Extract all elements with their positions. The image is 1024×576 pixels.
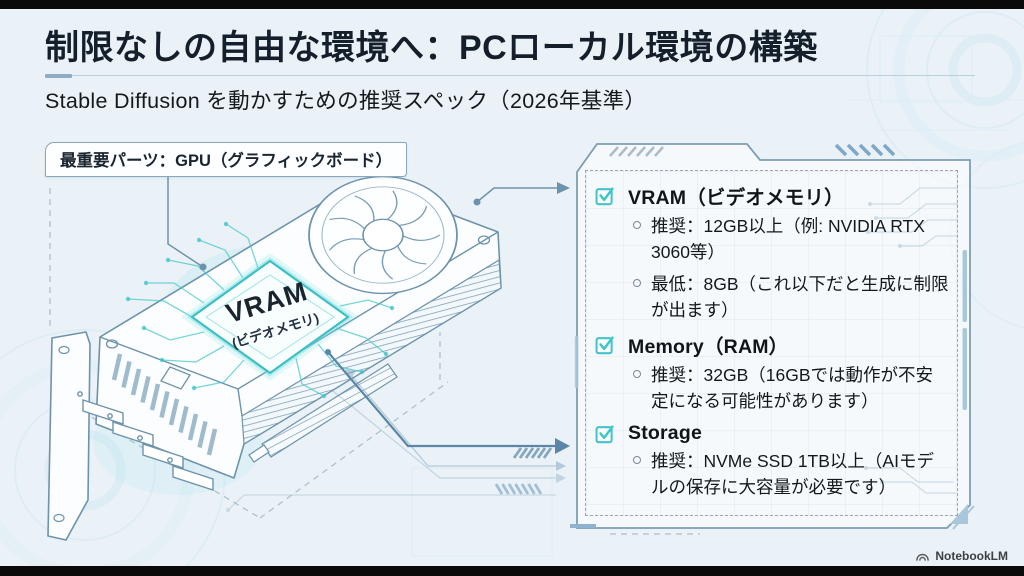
spec-detail: 最低：8GB（これ以下だと生成に制限が出ます） [633, 271, 949, 324]
storage-arrow [325, 349, 570, 454]
right-accent-bar [962, 250, 967, 322]
hatch-top-right [834, 143, 896, 157]
slide-header: 制限なしの自由な環境へ：PCローカル環境の構築 Stable Diffusion… [45, 9, 975, 115]
circle-bullet-icon [633, 455, 641, 464]
circle-bullet-icon [633, 370, 641, 378]
bottom-left-accent [570, 524, 596, 528]
circle-bullet-icon [633, 221, 641, 229]
spec-detail: 推奨：32GB（16GBでは動作が不安定になる可能性があります） [633, 362, 949, 415]
spec-label: Storage [628, 421, 703, 444]
circle-bullet-icon [633, 278, 641, 287]
divider-accent [45, 73, 72, 78]
spec-detail: 推奨：NVMe SSD 1TB以上（AIモデルの保存に大容量が必要です） [633, 448, 949, 501]
vram-arrow [473, 182, 570, 206]
corner-triangle [950, 504, 968, 524]
notebooklm-watermark: NotebookLM [915, 549, 1008, 563]
spec-label: Memory（RAM） [628, 336, 789, 358]
gpu-illustration: VRAM (ビデオメモリ) [28, 148, 573, 553]
spec-item-storage: Storage 推奨：NVMe SSD 1TB以上（AIモデルの保存に大容量が必… [595, 422, 949, 501]
page-subtitle: Stable Diffusion を動かすための推奨スペック（2026年基準） [45, 89, 647, 113]
spec-detail-text: 推奨：12GB以上（例: NVIDIA RTX 3060等） [651, 216, 925, 263]
right-accent-bar-2 [962, 328, 967, 410]
notebooklm-logo-icon [916, 553, 930, 561]
left-accent-bar [574, 336, 579, 388]
checkbox-checked-icon [595, 424, 614, 443]
spec-detail-text: 最低：8GB（これ以下だと生成に制限が出ます） [651, 273, 949, 320]
spec-item-vram: VRAM（ビデオメモリ） 推奨：12GB以上（例: NVIDIA RTX 306… [595, 181, 949, 323]
vram-chip: VRAM (ビデオメモリ) [180, 252, 360, 382]
divider-line [72, 75, 975, 76]
heatsink-fins [241, 258, 502, 446]
io-bracket [47, 331, 91, 541]
specs-panel: VRAM（ビデオメモリ） 推奨：12GB以上（例: NVIDIA RTX 306… [570, 138, 1020, 540]
title-divider [45, 73, 975, 78]
gpu-fan [308, 175, 458, 295]
spec-detail: 推奨：12GB以上（例: NVIDIA RTX 3060等） [633, 213, 949, 266]
panel-circuit-decor [864, 187, 958, 494]
gpu-callout-label: 最重要パーツ：GPU（グラフィックボード） [45, 142, 408, 177]
hatch-accents [494, 447, 553, 495]
checkbox-checked-icon [595, 186, 614, 206]
spec-label: VRAM（ビデオメモリ） [628, 187, 844, 209]
letterbox-bar-bottom [0, 566, 1024, 576]
callout-leader-line [167, 172, 207, 271]
specs-list: VRAM（ビデオメモリ） 推奨：12GB以上（例: NVIDIA RTX 306… [585, 170, 958, 516]
page-title: 制限なしの自由な環境へ：PCローカル環境の構築 [45, 29, 818, 67]
letterbox-bar-top [0, 0, 1024, 9]
spec-detail-text: 推奨：32GB（16GBでは動作が不安定になる可能性があります） [651, 365, 933, 412]
corner-line [952, 505, 975, 530]
pcie-connector [248, 363, 398, 463]
spec-detail-text: 推奨：NVMe SSD 1TB以上（AIモデルの保存に大容量が必要です） [651, 450, 934, 497]
spec-item-memory: Memory（RAM） 推奨：32GB（16GBでは動作が不安定になる可能性があ… [595, 330, 949, 415]
checkbox-checked-icon [595, 335, 614, 355]
brand-label: NotebookLM [935, 549, 1008, 563]
hatch-top-left [609, 146, 664, 157]
